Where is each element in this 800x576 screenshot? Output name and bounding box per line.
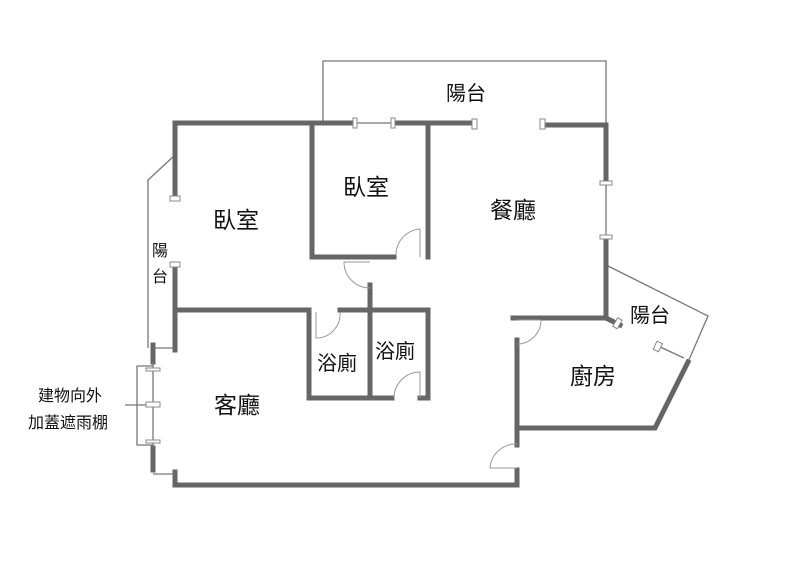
label-balcony-right: 陽台 bbox=[630, 303, 670, 327]
label-bedroom-main: 臥室 bbox=[213, 208, 259, 234]
label-balcony-left-1: 陽 bbox=[152, 241, 168, 260]
label-bath-left: 浴廁 bbox=[317, 351, 357, 375]
label-kitchen: 廚房 bbox=[570, 364, 616, 390]
left-balcony-outline bbox=[147, 154, 176, 348]
doors bbox=[315, 228, 542, 469]
walls bbox=[150, 120, 692, 488]
label-dining: 餐廳 bbox=[490, 198, 536, 224]
right-balcony-outline bbox=[605, 264, 709, 363]
windows bbox=[145, 117, 685, 475]
label-balcony-top: 陽台 bbox=[446, 81, 486, 105]
label-bath-right: 浴廁 bbox=[375, 339, 415, 363]
label-bedroom-small: 臥室 bbox=[343, 175, 389, 201]
top-balcony-outline bbox=[322, 60, 607, 125]
label-balcony-left-2: 台 bbox=[152, 267, 168, 286]
annotation-line-2: 加蓋遮雨棚 bbox=[28, 413, 108, 432]
annotation-line-1: 建物向外 bbox=[38, 386, 102, 405]
label-living: 客廳 bbox=[214, 393, 260, 419]
